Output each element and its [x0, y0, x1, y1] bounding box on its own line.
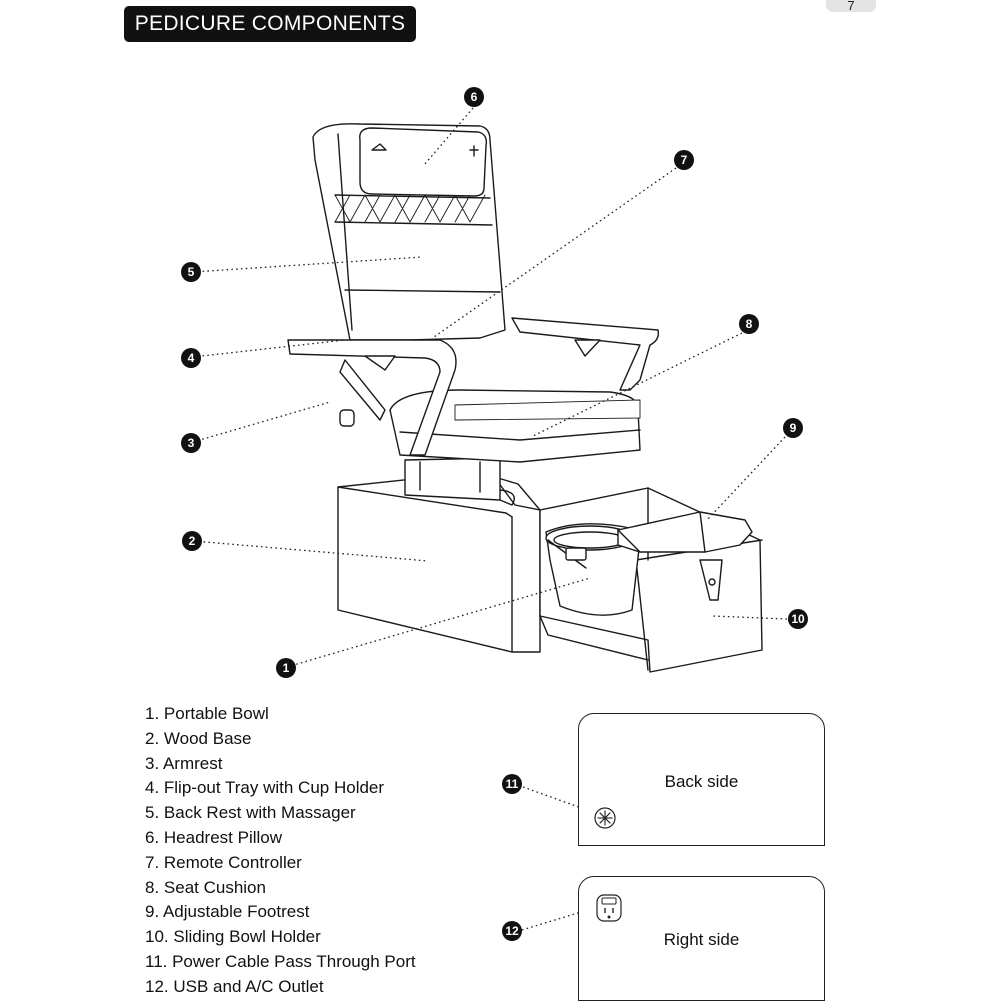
legend-item: 12. USB and A/C Outlet [145, 976, 324, 996]
svg-text:7: 7 [681, 153, 688, 167]
armrest-left-shape [287, 339, 457, 456]
right-side-panel: Right side [578, 876, 825, 1001]
callout-6: 6 [464, 87, 484, 107]
page-number: 7 [826, 0, 876, 12]
callout-9: 9 [783, 418, 803, 438]
legend-item: 6. Headrest Pillow [145, 827, 283, 847]
svg-text:6: 6 [471, 90, 478, 104]
armrest-right-shape [511, 317, 660, 391]
svg-text:12: 12 [505, 924, 519, 938]
leader-line-6 [423, 107, 474, 166]
leader-line-4 [192, 339, 346, 358]
footrest-shape [617, 511, 753, 553]
back-side-panel: Back side [578, 713, 825, 846]
callout-1: 1 [276, 658, 296, 678]
callout-7: 7 [674, 150, 694, 170]
svg-text:8: 8 [746, 317, 753, 331]
svg-text:3: 3 [188, 436, 195, 450]
callout-2: 2 [182, 531, 202, 551]
svg-text:9: 9 [790, 421, 797, 435]
svg-text:11: 11 [506, 777, 519, 791]
component-legend: 1. Portable Bowl 2. Wood Base 3. Armrest… [145, 702, 416, 1000]
svg-text:5: 5 [188, 265, 195, 279]
leader-line-3 [192, 401, 331, 443]
legend-item: 11. Power Cable Pass Through Port [145, 951, 416, 971]
callout-8: 8 [739, 314, 759, 334]
leader-line-7 [433, 167, 677, 338]
headrest-pillow-shape [359, 127, 488, 197]
svg-text:2: 2 [189, 534, 196, 548]
page-title: PEDICURE COMPONENTS [124, 6, 416, 42]
chair-illustration [287, 123, 763, 673]
leader-line-10 [711, 615, 788, 620]
callout-markers: 1 2 3 4 5 6 7 8 9 10 11 12 [181, 87, 808, 941]
leader-line-2 [193, 540, 429, 562]
legend-item: 10. Sliding Bowl Holder [145, 927, 321, 947]
leader-line-8 [530, 332, 743, 438]
callout-11: 11 [502, 774, 522, 794]
legend-item: 3. Armrest [145, 753, 223, 773]
legend-item: 7. Remote Controller [145, 852, 302, 872]
leader-lines [192, 107, 788, 931]
legend-item: 9. Adjustable Footrest [145, 902, 310, 922]
callout-10: 10 [788, 609, 808, 629]
legend-item: 8. Seat Cushion [145, 877, 266, 897]
outlet-icon [596, 894, 622, 922]
legend-item: 1. Portable Bowl [145, 704, 269, 723]
diamond-stitching-pattern [334, 194, 486, 223]
svg-text:10: 10 [791, 612, 805, 626]
legend-item: 4. Flip-out Tray with Cup Holder [145, 778, 385, 798]
cable-port-icon [594, 807, 616, 829]
callout-5: 5 [181, 262, 201, 282]
svg-text:4: 4 [188, 351, 195, 365]
remote-controller-shape [339, 409, 355, 427]
back-side-label: Back side [664, 772, 739, 791]
right-side-label: Right side [663, 930, 740, 949]
legend-item: 2. Wood Base [145, 728, 252, 748]
callout-12: 12 [502, 921, 522, 941]
callout-4: 4 [181, 348, 201, 368]
svg-text:1: 1 [283, 661, 290, 675]
legend-item: 5. Back Rest with Massager [145, 803, 356, 823]
callout-3: 3 [181, 433, 201, 453]
leader-line-9 [707, 436, 786, 520]
